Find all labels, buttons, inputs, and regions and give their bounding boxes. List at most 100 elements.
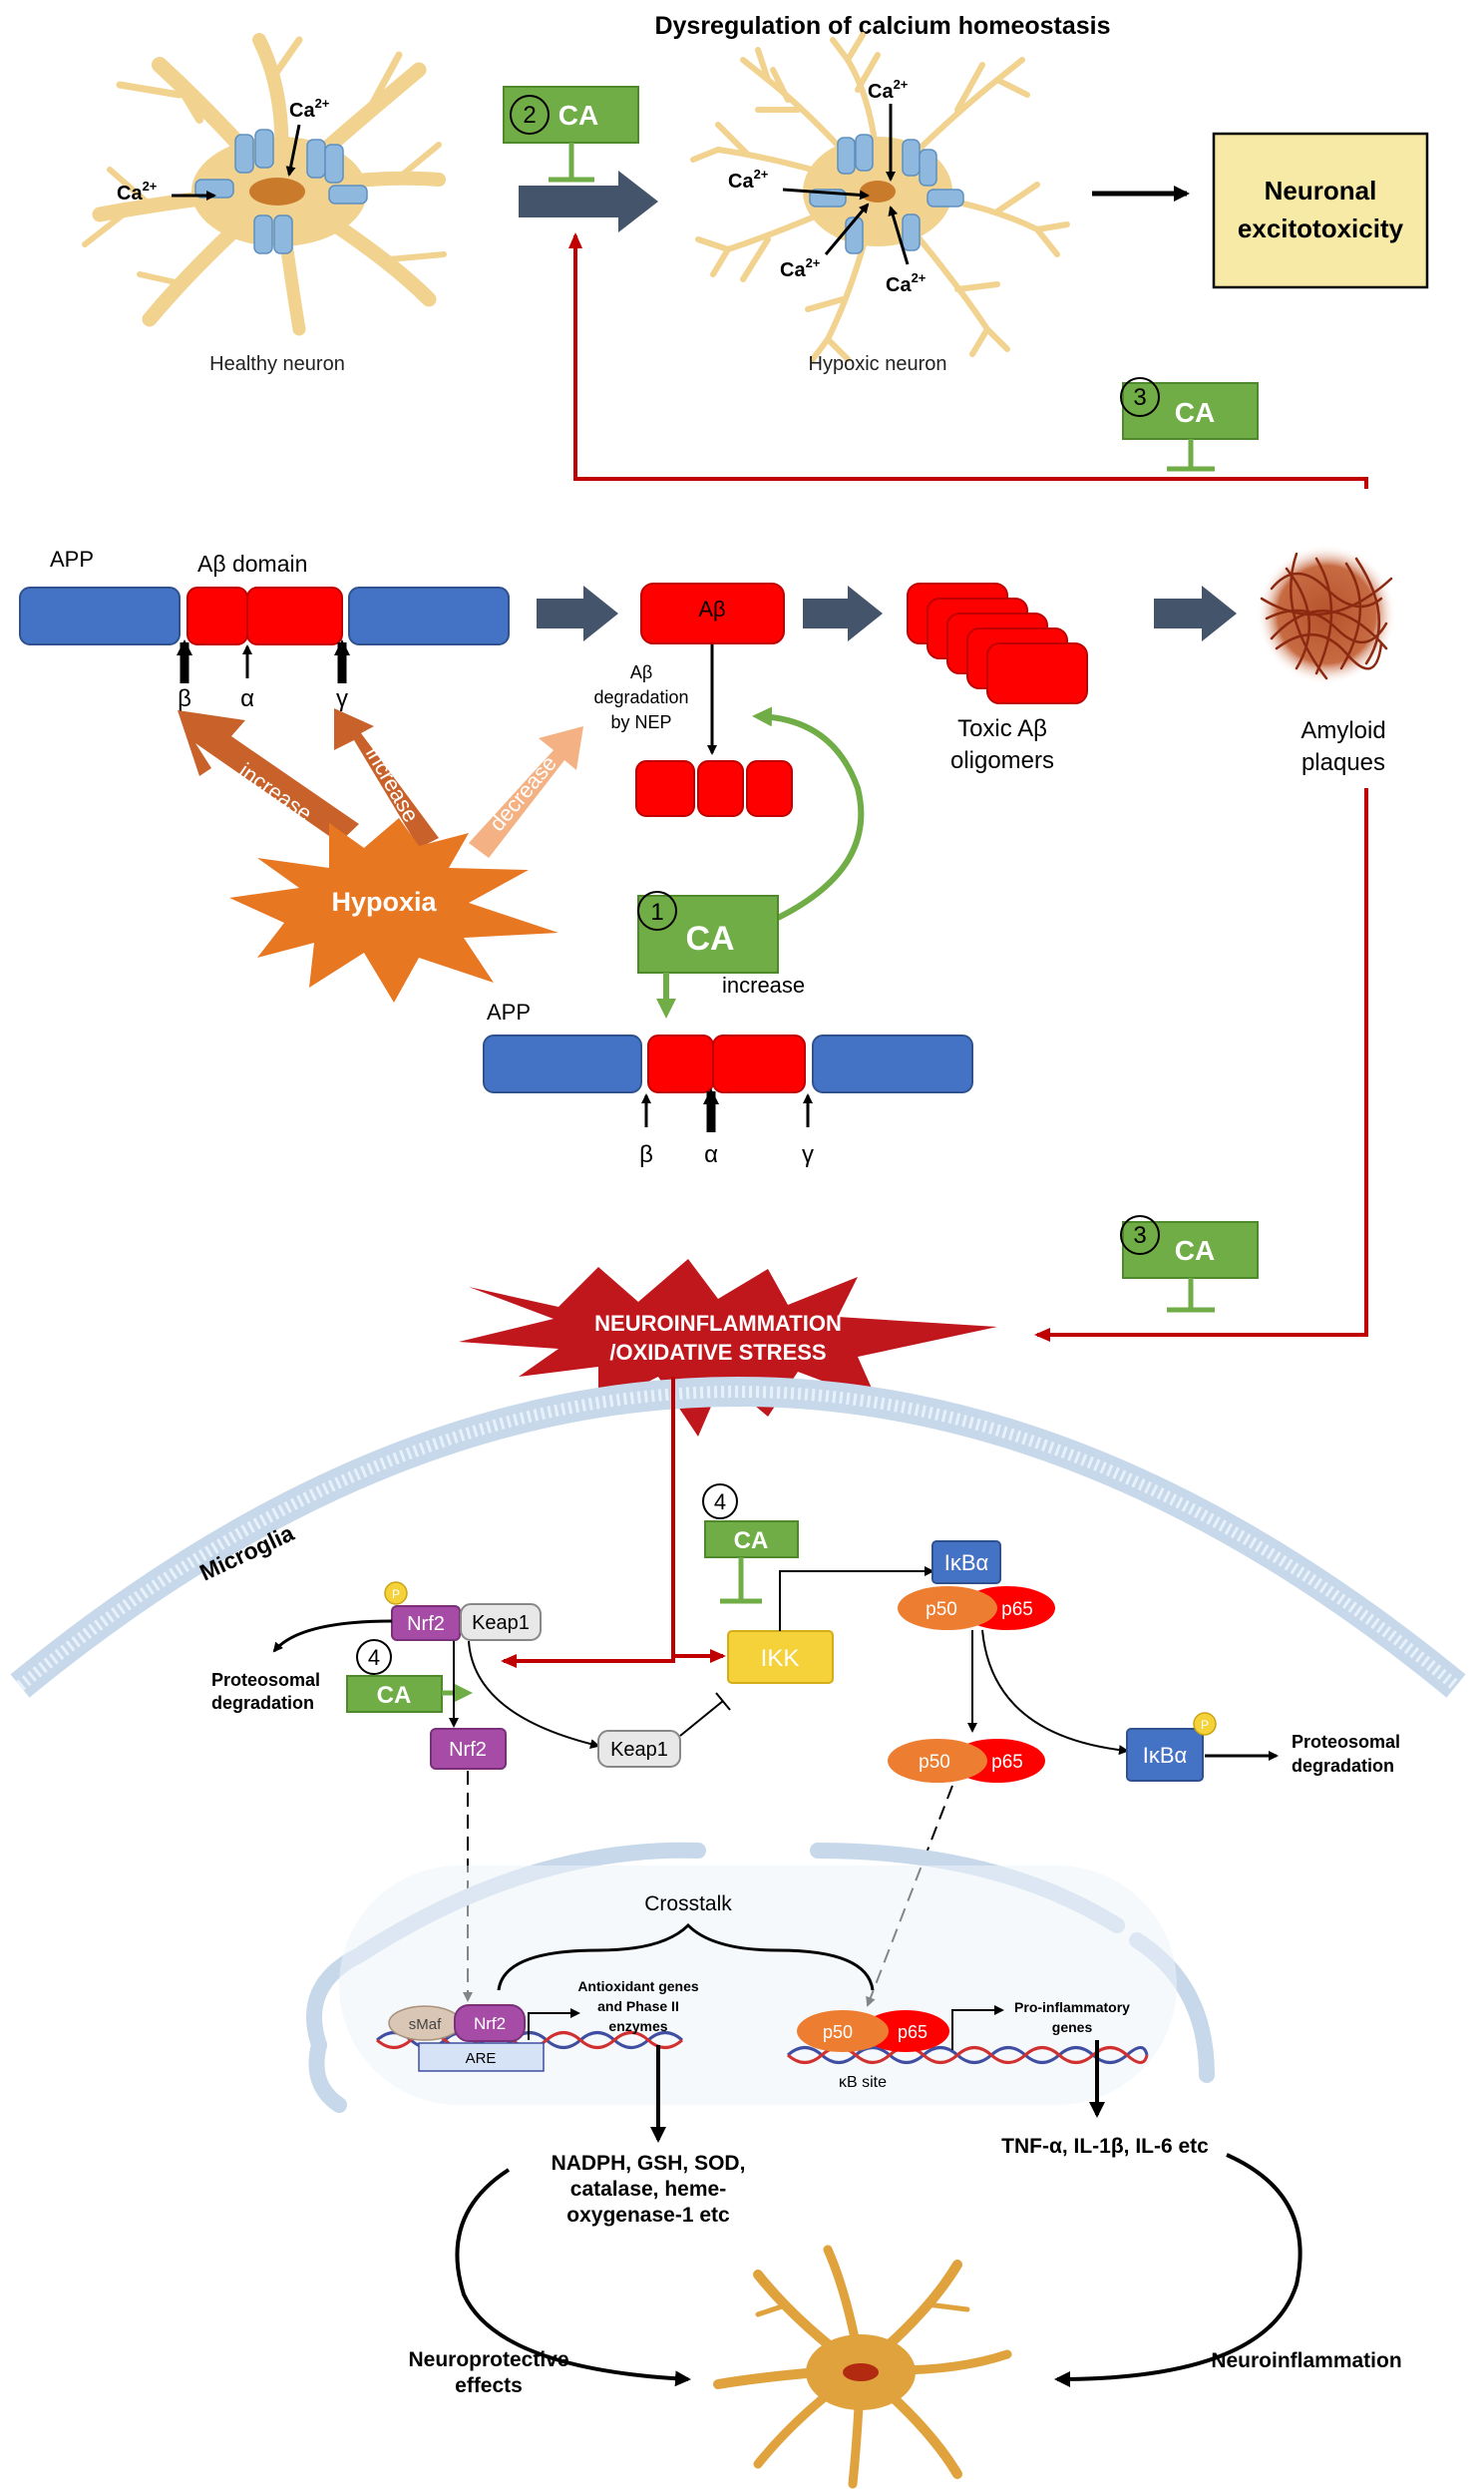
crosstalk-label: Crosstalk <box>644 1892 732 1915</box>
neuroinflammation-label: NEUROINFLAMMATION <box>594 1311 842 1336</box>
plaques-label: Amyloid <box>1300 717 1385 744</box>
progression-arrow <box>1154 586 1237 641</box>
excitotoxicity-label: Neuronal <box>1265 176 1377 206</box>
antioxidant-products-label: catalase, heme- <box>570 2178 726 2201</box>
ca-ion-base: Ca <box>780 259 806 281</box>
keap1-free <box>597 1730 681 1768</box>
abeta-domain-label: Aβ domain <box>197 551 307 577</box>
ca-inhibitor-2: 2 CA <box>503 86 639 183</box>
ca-ion-label: Ca2+ <box>289 96 330 122</box>
progression-arrow <box>537 586 618 641</box>
nrf2-label: Nrf2 <box>407 1613 445 1635</box>
ca-ion-sup: 2+ <box>754 167 769 182</box>
ca-ion-base: Ca <box>289 100 315 122</box>
target-neuron-icon <box>713 2245 1012 2489</box>
app-label: APP <box>487 1000 531 1025</box>
nrf2-label: Nrf2 <box>474 2014 506 2033</box>
toxic-oligomers-label: oligomers <box>950 747 1054 774</box>
hypoxia-label: Hypoxia <box>331 887 437 917</box>
ca-ion-label: Ca2+ <box>117 179 158 205</box>
are-box <box>418 2042 545 2072</box>
antioxidant-products-label: oxygenase-1 etc <box>566 2204 730 2227</box>
gamma-label: γ <box>802 1141 814 1168</box>
antioxidant-genes-label: enzymes <box>608 2018 667 2034</box>
plaques-label: plaques <box>1301 749 1385 776</box>
neuroinflammation-outcome-label: Neuroinflammation <box>1211 2349 1401 2372</box>
ca-number: 2 <box>523 102 536 129</box>
beta-label: β <box>178 685 191 712</box>
proteosomal-label: Proteosomal <box>211 1670 320 1690</box>
ca-label: CA <box>734 1527 769 1554</box>
proteosomal-label: Proteosomal <box>1292 1732 1400 1752</box>
hypoxia-burst <box>229 818 558 1003</box>
nep-label: degradation <box>593 687 688 707</box>
healthy-neuron-label: Healthy neuron <box>209 353 345 375</box>
inflammation-to-nrf2-arrow <box>501 1377 675 1668</box>
excitotoxicity-label: excitotoxicity <box>1238 213 1404 243</box>
gamma-label: γ <box>336 685 348 712</box>
ikk-label: IKK <box>761 1645 800 1672</box>
ikba-release-arrow <box>981 1629 1129 1756</box>
beta-label: β <box>639 1141 653 1168</box>
nfkb-free: p50 p65 <box>888 1739 1045 1783</box>
p50-label: p50 <box>926 1599 957 1620</box>
amyloid-plaque-icon <box>1257 545 1396 684</box>
proteosomal-label: degradation <box>1292 1756 1394 1776</box>
crosstalk-brace <box>497 1922 875 1991</box>
ca-ion-label: Ca2+ <box>886 270 927 296</box>
ca-number: 3 <box>1133 1222 1146 1249</box>
nfkb-ikba-complex: IκBα p50 p65 <box>898 1540 1055 1630</box>
proinflammatory-genes-label: Pro-inflammatory <box>1014 1999 1130 2015</box>
ca-label: CA <box>685 920 734 958</box>
phospho-badge: P <box>1201 1718 1209 1732</box>
nep-label: by NEP <box>610 712 671 732</box>
hypoxia-decrease-arrow: decrease <box>469 726 583 858</box>
healthy-neuron-icon <box>82 33 447 336</box>
ca-label: CA <box>558 100 598 131</box>
ca-inhibitor-3-bottom: 3 CA <box>1120 1215 1259 1313</box>
ca-nep-enhance-arrow <box>752 706 865 921</box>
ca-influx-arrow <box>888 206 910 265</box>
plaque-to-calcium-arrow <box>568 232 1368 489</box>
keap1-label: Keap1 <box>472 1612 530 1634</box>
abeta-peptide <box>640 583 785 644</box>
ca-ion-sup: 2+ <box>806 255 821 270</box>
ca-ion-sup: 2+ <box>315 96 330 111</box>
neuroinflammation-arrow <box>1054 2153 1302 2387</box>
p65-label: p65 <box>898 2022 928 2042</box>
ca-number: 3 <box>1133 384 1146 411</box>
neuroinflammation-label: /OXIDATIVE STRESS <box>609 1340 826 1365</box>
ca-ion-sup: 2+ <box>894 77 909 92</box>
p50-label: p50 <box>919 1752 950 1773</box>
excitotoxicity-box <box>1212 132 1429 289</box>
ca-ion-sup: 2+ <box>912 270 927 285</box>
transcription-arrow <box>951 2005 1004 2050</box>
nfkb-nuclear: p50 p65 <box>797 2010 949 2052</box>
app-protein-bar <box>483 1035 973 1093</box>
antioxidant-products-label: NADPH, GSH, SOD, <box>552 2152 746 2175</box>
cytokines-label: TNF-α, IL-1β, IL-6 etc <box>1001 2135 1209 2158</box>
hypoxic-neuron-label: Hypoxic neuron <box>809 353 947 375</box>
ca-inhibitor-3-top: 3 CA <box>1120 377 1259 472</box>
antioxidant-genes-label: Antioxidant genes <box>577 1978 699 1994</box>
ca-ion-base: Ca <box>728 171 754 193</box>
neuroprotective-label: Neuroprotective <box>408 2348 568 2371</box>
ca-number: 1 <box>650 899 663 926</box>
ca-influx-arrow <box>285 124 301 177</box>
ca-ion-base: Ca <box>886 274 912 296</box>
ca-ion-label: Ca2+ <box>728 167 769 193</box>
nrf2-keap1-complex: Nrf2 Keap1 P <box>384 1581 542 1641</box>
proteosomal-label: degradation <box>211 1693 314 1713</box>
proinflammatory-genes-label: genes <box>1052 2019 1093 2035</box>
ca-influx-arrow <box>782 188 870 201</box>
ikba-phospho: IκBα P <box>1126 1712 1217 1782</box>
decrease-label: decrease <box>485 750 561 835</box>
keap1-label: Keap1 <box>610 1739 668 1761</box>
ca-number: 4 <box>368 1645 380 1670</box>
ikba-label: IκBα <box>1143 1743 1188 1768</box>
neuroprotective-arrow <box>455 2168 691 2387</box>
ikk-to-ikba-arrow <box>779 1566 934 1631</box>
ca-inhibitor-4-ikk: 4 CA <box>702 1483 799 1604</box>
app-label: APP <box>50 547 94 572</box>
toxic-oligomers <box>907 583 1088 704</box>
